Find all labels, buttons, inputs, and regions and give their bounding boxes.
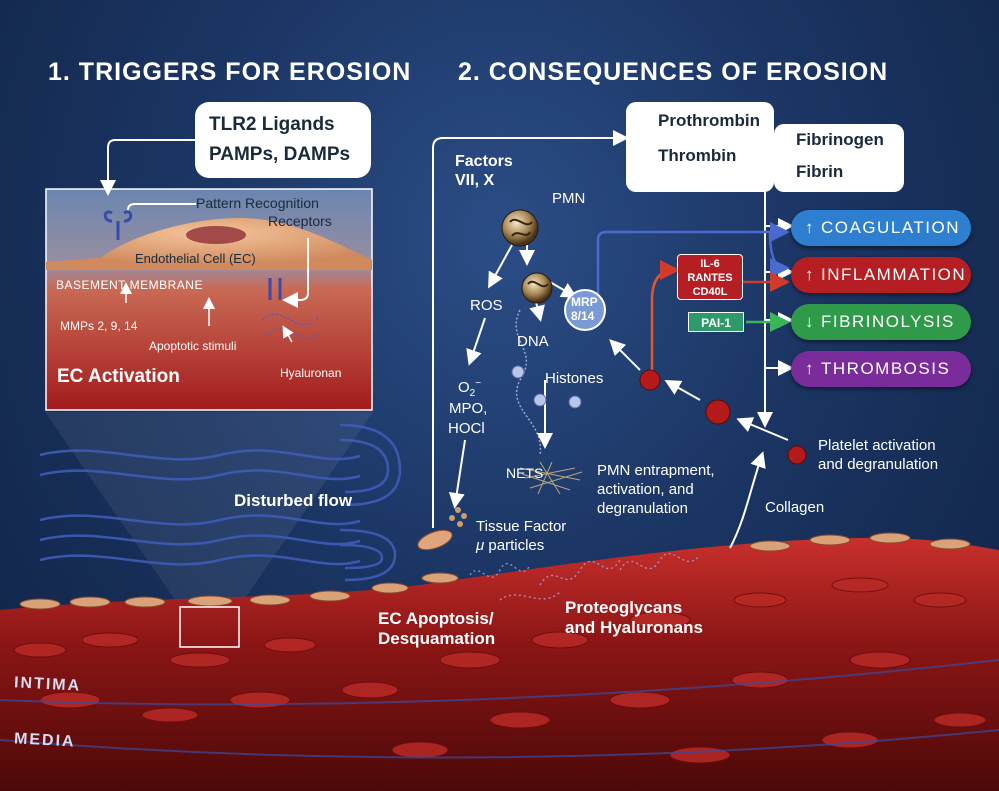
pamps-damps-label: PAMPs, DAMPs (209, 144, 351, 165)
up-arrow-icon: ↑ (805, 359, 815, 378)
up-arrow-icon: ↑ (805, 218, 815, 237)
pmn-entrapment-line1: PMN entrapment, (597, 462, 715, 479)
tlr2-ligands-box: TLR2 Ligands PAMPs, DAMPs (195, 102, 371, 178)
triggers-header: 1. TRIGGERS FOR EROSION (48, 58, 412, 86)
thrombin-box: Prothrombin Thrombin (626, 102, 774, 192)
collagen-label: Collagen (765, 499, 825, 516)
ros-label: ROS (470, 297, 503, 314)
fibrinolysis-pill: ↓ FIBRINOLYSIS (791, 304, 971, 340)
superoxide-sup: − (475, 378, 482, 389)
coagulation-pill: ↑ COAGULATION (791, 210, 971, 246)
mu-symbol: μ (476, 537, 485, 554)
fibrin-label: Fibrin (796, 162, 844, 181)
superoxide-label: O2− (458, 378, 481, 400)
mmps-label: MMPs 2, 9, 14 (60, 319, 138, 333)
fibrinolysis-label: FIBRINOLYSIS (821, 312, 955, 331)
inflammation-pill: ↑ INFLAMMATION (791, 257, 971, 293)
mu-particles-label: μ particles (476, 537, 544, 554)
mrp-label-line1: MRP (571, 295, 598, 309)
pmn-entrapment-line2: activation, and (597, 481, 694, 498)
fibrin-box: Fibrinogen Fibrin (774, 124, 904, 192)
factors-label: Factors (455, 153, 513, 170)
up-arrow-icon: ↑ (805, 265, 815, 284)
superoxide-sub: 2 (469, 388, 476, 399)
il6-label: IL-6 (700, 258, 720, 270)
endothelial-cell-label: Endothelial Cell (EC) (135, 251, 256, 266)
intima-label: INTIMA (13, 674, 82, 695)
basement-membrane-label: BASEMENT MEMBRANE (56, 278, 203, 292)
coagulation-label: COAGULATION (821, 218, 960, 237)
proteoglycans-line1: Proteoglycans (565, 598, 683, 617)
particles-text: particles (484, 537, 545, 554)
ec-apoptosis-line2: Desquamation (378, 629, 496, 648)
proteoglycans-line2: and Hyaluronans (565, 618, 703, 637)
cytokines-box: IL-6 RANTES CD40L (677, 254, 743, 300)
hyaluronan-label: Hyaluronan (280, 366, 342, 380)
ec-apoptosis-line1: EC Apoptosis/ (378, 609, 494, 628)
thrombosis-pill: ↑ THROMBOSIS (791, 351, 971, 387)
pai1-box: PAI-1 (688, 312, 744, 332)
factors-vii-x-label: VII, X (455, 172, 495, 189)
histones-label: Histones (545, 370, 604, 387)
media-label: MEDIA (13, 730, 77, 751)
platelet-activation-line1: Platelet activation (818, 437, 936, 454)
down-arrow-icon: ↓ (805, 312, 815, 331)
prothrombin-label: Prothrombin (658, 111, 760, 130)
disturbed-flow-label: Disturbed flow (234, 491, 353, 510)
prr-label-line2: Receptors (268, 213, 332, 229)
cd40l-label: CD40L (692, 286, 728, 298)
pmn-label: PMN (552, 190, 586, 207)
tlr2-ligands-label: TLR2 Ligands (209, 114, 335, 135)
tissue-factor-label: Tissue Factor (476, 518, 567, 535)
hocl-label: HOCl (448, 420, 485, 437)
ec-activation-label: EC Activation (57, 366, 180, 387)
nets-label: NETS (506, 465, 544, 481)
fibrinogen-label: Fibrinogen (796, 130, 884, 149)
prr-label-line1: Pattern Recognition (196, 195, 319, 211)
mrp-label-line2: 8/14 (571, 309, 595, 323)
rantes-label: RANTES (687, 272, 733, 284)
superoxide-o: O (458, 379, 470, 396)
thrombosis-label: THROMBOSIS (821, 359, 951, 378)
consequences-header: 2. CONSEQUENCES OF EROSION (458, 58, 889, 86)
pmn-entrapment-line3: degranulation (597, 500, 688, 517)
mpo-label: MPO, (449, 400, 488, 417)
thrombin-label: Thrombin (658, 146, 737, 165)
platelet-activation-line2: and degranulation (818, 456, 939, 473)
inflammation-label: INFLAMMATION (821, 265, 967, 284)
apoptotic-stimuli-label: Apoptotic stimuli (149, 339, 237, 353)
dna-label: DNA (517, 333, 549, 350)
